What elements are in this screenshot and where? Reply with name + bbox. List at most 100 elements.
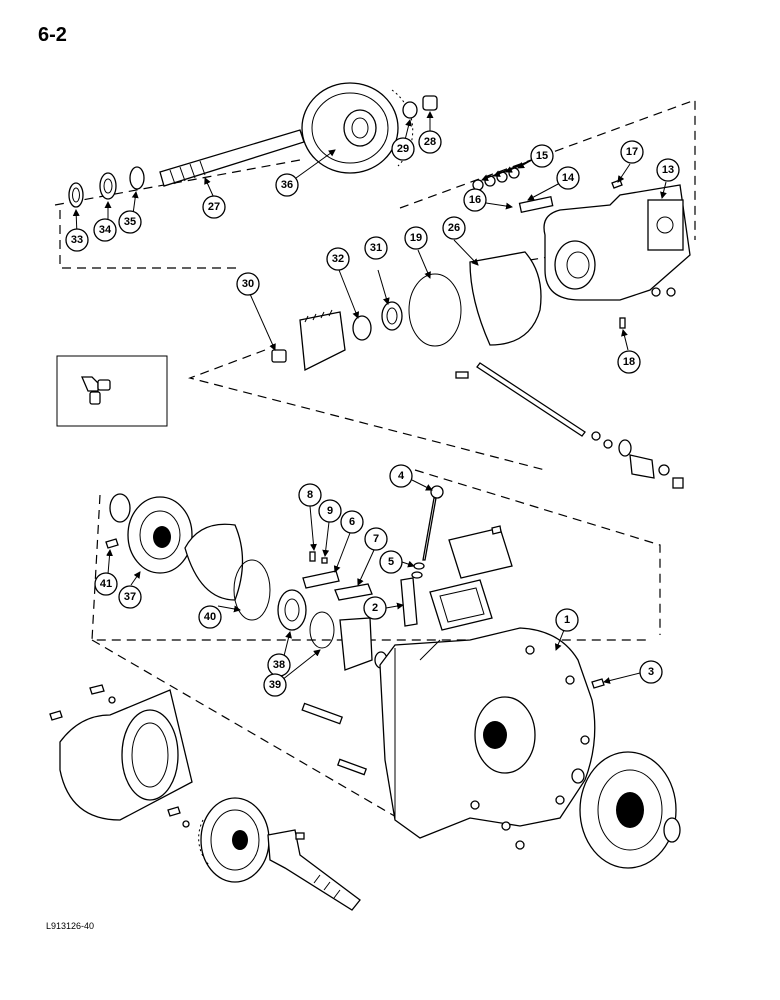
nut-28-shape bbox=[422, 95, 438, 111]
callout-29: 29 bbox=[391, 137, 415, 161]
seal-33-shape bbox=[68, 182, 84, 208]
bearing-31-shape bbox=[381, 301, 403, 331]
callout-14: 14 bbox=[556, 166, 580, 190]
tube-2-shape bbox=[400, 577, 418, 627]
svg-text:8: 8 bbox=[307, 489, 313, 501]
callout-13: 13 bbox=[656, 158, 680, 182]
plate-6-shape bbox=[302, 570, 340, 589]
svg-text:33: 33 bbox=[71, 234, 83, 246]
plate-7-shape bbox=[334, 583, 373, 601]
gasket-26-shape bbox=[469, 251, 542, 346]
svg-text:34: 34 bbox=[99, 224, 112, 236]
svg-text:14: 14 bbox=[562, 172, 575, 184]
callout-5: 5 bbox=[379, 550, 403, 574]
retainer-37-shape bbox=[127, 496, 193, 574]
callout-39: 39 bbox=[263, 673, 287, 697]
washer-29-shape bbox=[402, 101, 418, 119]
svg-text:32: 32 bbox=[332, 253, 344, 265]
upper-shaft-assembly bbox=[68, 82, 438, 208]
svg-text:28: 28 bbox=[424, 136, 436, 148]
svg-text:36: 36 bbox=[281, 179, 293, 191]
svg-text:26: 26 bbox=[448, 222, 460, 234]
linkage-rod-shape bbox=[455, 362, 684, 489]
callout-34: 34 bbox=[93, 218, 117, 242]
callout-16: 16 bbox=[463, 188, 487, 212]
bolt-41-shape bbox=[105, 538, 119, 549]
bearing-34-shape bbox=[99, 172, 117, 200]
bearing-32-shape bbox=[352, 315, 372, 341]
callout-7: 7 bbox=[364, 527, 388, 551]
callout-19: 19 bbox=[404, 226, 428, 250]
callout-31: 31 bbox=[364, 236, 388, 260]
washers-15-shape bbox=[472, 167, 520, 191]
callout-35: 35 bbox=[118, 210, 142, 234]
callout-38: 38 bbox=[267, 653, 291, 677]
svg-text:15: 15 bbox=[536, 150, 548, 162]
bolt-left-shape bbox=[49, 710, 63, 721]
callout-9: 9 bbox=[318, 499, 342, 523]
callout-3: 3 bbox=[639, 660, 663, 684]
svg-text:13: 13 bbox=[662, 164, 674, 176]
bolt-17-shape bbox=[611, 179, 623, 189]
callout-41: 41 bbox=[94, 572, 118, 596]
inset-detail-box bbox=[56, 355, 168, 427]
svg-text:3: 3 bbox=[648, 666, 654, 678]
callout-37: 37 bbox=[118, 585, 142, 609]
callout-32: 32 bbox=[326, 247, 350, 271]
svg-text:30: 30 bbox=[242, 278, 254, 290]
svg-text:7: 7 bbox=[373, 533, 379, 545]
svg-text:17: 17 bbox=[626, 146, 638, 158]
callout-15: 15 bbox=[530, 144, 554, 168]
callout-28: 28 bbox=[418, 130, 442, 154]
svg-text:19: 19 bbox=[410, 232, 422, 244]
svg-text:39: 39 bbox=[269, 679, 281, 691]
svg-text:27: 27 bbox=[208, 201, 220, 213]
lower-housing-shape bbox=[49, 684, 193, 828]
bolt-top-shape bbox=[89, 684, 105, 695]
svg-text:40: 40 bbox=[204, 611, 216, 623]
fitting-icon bbox=[81, 376, 111, 405]
o-rings-5-shape bbox=[413, 562, 425, 570]
snap-ring-39-shape bbox=[309, 611, 335, 649]
o-ring-40-shape bbox=[233, 559, 271, 621]
cover-bolt-shape bbox=[491, 525, 502, 535]
svg-text:31: 31 bbox=[370, 242, 382, 254]
bolt-mid-shape bbox=[167, 806, 181, 817]
lower-shaft-shape bbox=[267, 829, 361, 911]
callout-17: 17 bbox=[620, 140, 644, 164]
bevel-gear-shape bbox=[339, 617, 373, 671]
main-case-1-shape bbox=[301, 627, 605, 839]
o-ring-19-shape bbox=[408, 273, 462, 347]
svg-text:38: 38 bbox=[273, 659, 285, 671]
svg-text:6: 6 bbox=[349, 516, 355, 528]
callout-8: 8 bbox=[298, 483, 322, 507]
callout-6: 6 bbox=[340, 510, 364, 534]
callout-33: 33 bbox=[65, 228, 89, 252]
cover-gasket-shape bbox=[429, 579, 493, 631]
stud-left-shape bbox=[301, 702, 343, 725]
pin-14-shape bbox=[518, 195, 554, 213]
svg-text:1: 1 bbox=[564, 614, 570, 626]
washer-9-shape bbox=[321, 557, 328, 564]
drawing-code: L913126-40 bbox=[46, 921, 95, 931]
cover-plate-shape bbox=[448, 527, 513, 579]
svg-text:37: 37 bbox=[124, 591, 136, 603]
svg-text:2: 2 bbox=[372, 602, 378, 614]
callout-36: 36 bbox=[275, 173, 299, 197]
leader-lines bbox=[72, 111, 667, 684]
svg-text:18: 18 bbox=[623, 356, 635, 368]
gasket-lower-shape bbox=[184, 523, 244, 601]
callout-18: 18 bbox=[617, 350, 641, 374]
svg-text:9: 9 bbox=[327, 505, 333, 517]
pinion-gear-30-shape bbox=[271, 309, 346, 372]
callout-1: 1 bbox=[555, 608, 579, 632]
lower-assembly-dashed-outline bbox=[91, 469, 661, 826]
hardware-13-shape bbox=[651, 287, 676, 297]
lower-left-assembly bbox=[105, 493, 388, 671]
bolt-8-shape bbox=[309, 551, 316, 562]
callout-4: 4 bbox=[389, 464, 413, 488]
dipstick-4-handle bbox=[430, 485, 444, 499]
page-number: 6-2 bbox=[38, 24, 67, 46]
callout-26: 26 bbox=[442, 216, 466, 240]
